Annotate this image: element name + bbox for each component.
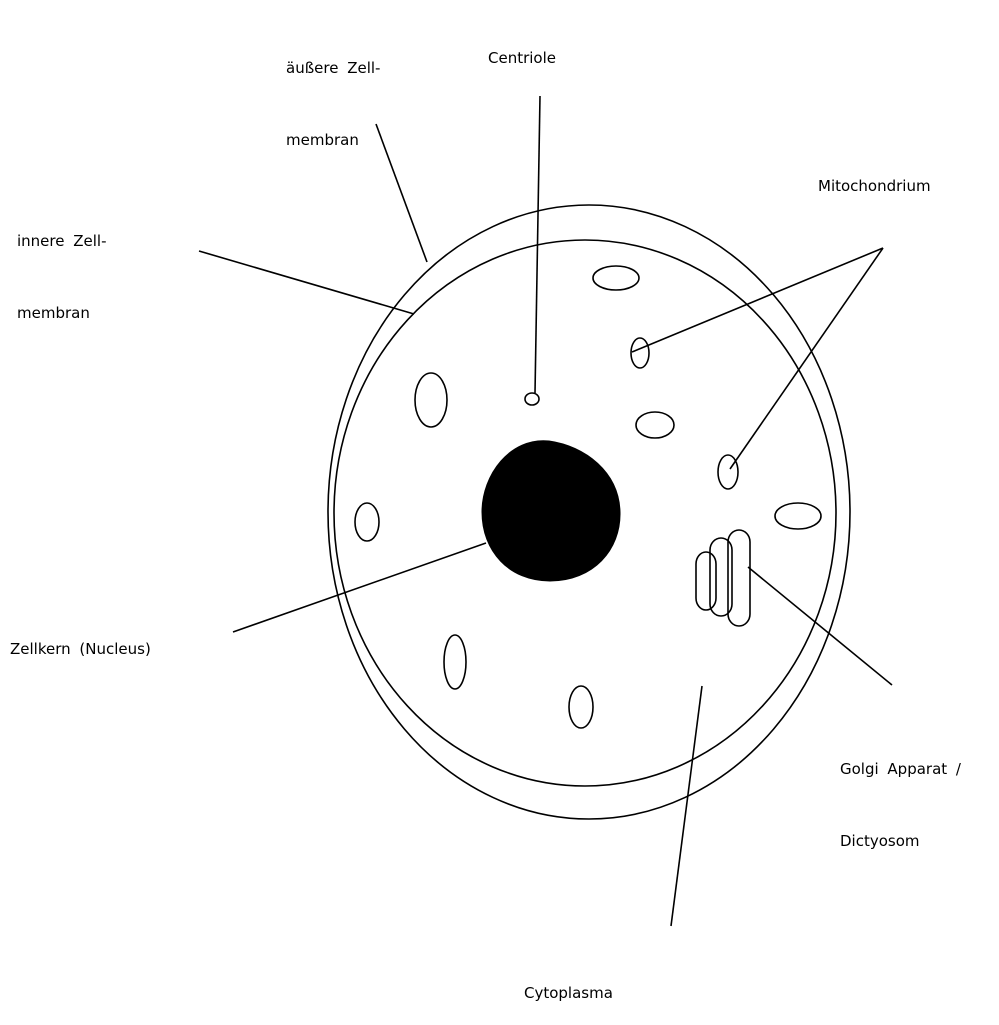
mitochondrium [636,412,674,438]
leader-line-innere-membran [199,251,414,314]
label-golgi-line-1: Golgi Apparat / [840,757,961,781]
label-aeussere-zellmembran-line-2: membran [286,128,380,152]
label-innere-zellmembran-line-1: innere Zell- [17,229,107,253]
label-golgi-apparat: Golgi Apparat / Dictyosom [840,709,961,901]
vacuole [569,686,593,728]
vacuole [415,373,447,427]
mitochondrium [775,503,821,529]
mitochondrium [631,338,649,368]
label-cytoplasma: Cytoplasma [524,981,613,1005]
vacuole [355,503,379,541]
centriole [525,393,539,405]
leader-line-golgi [748,567,892,685]
label-mitochondrium: Mitochondrium [818,174,931,198]
label-aeussere-zellmembran-line-1: äußere Zell- [286,56,380,80]
vacuole [444,635,466,689]
label-centriole: Centriole [488,46,556,70]
label-innere-zellmembran: innere Zell- membran [17,181,107,373]
leader-line-mitochondrium-1 [632,248,883,352]
mitochondrium [593,266,639,290]
golgi-cisterna [696,552,716,610]
leader-line-aeussere-membran [376,124,427,262]
leader-line-cytoplasma [671,686,702,926]
mitochondrium [718,455,738,489]
leader-line-mitochondrium-2 [730,248,883,469]
label-zellkern: Zellkern (Nucleus) [10,637,151,661]
label-innere-zellmembran-line-2: membran [17,301,107,325]
leader-line-zellkern [233,543,486,632]
label-golgi-line-2: Dictyosom [840,829,961,853]
label-aeussere-zellmembran: äußere Zell- membran [286,8,380,200]
nucleus [482,441,620,581]
